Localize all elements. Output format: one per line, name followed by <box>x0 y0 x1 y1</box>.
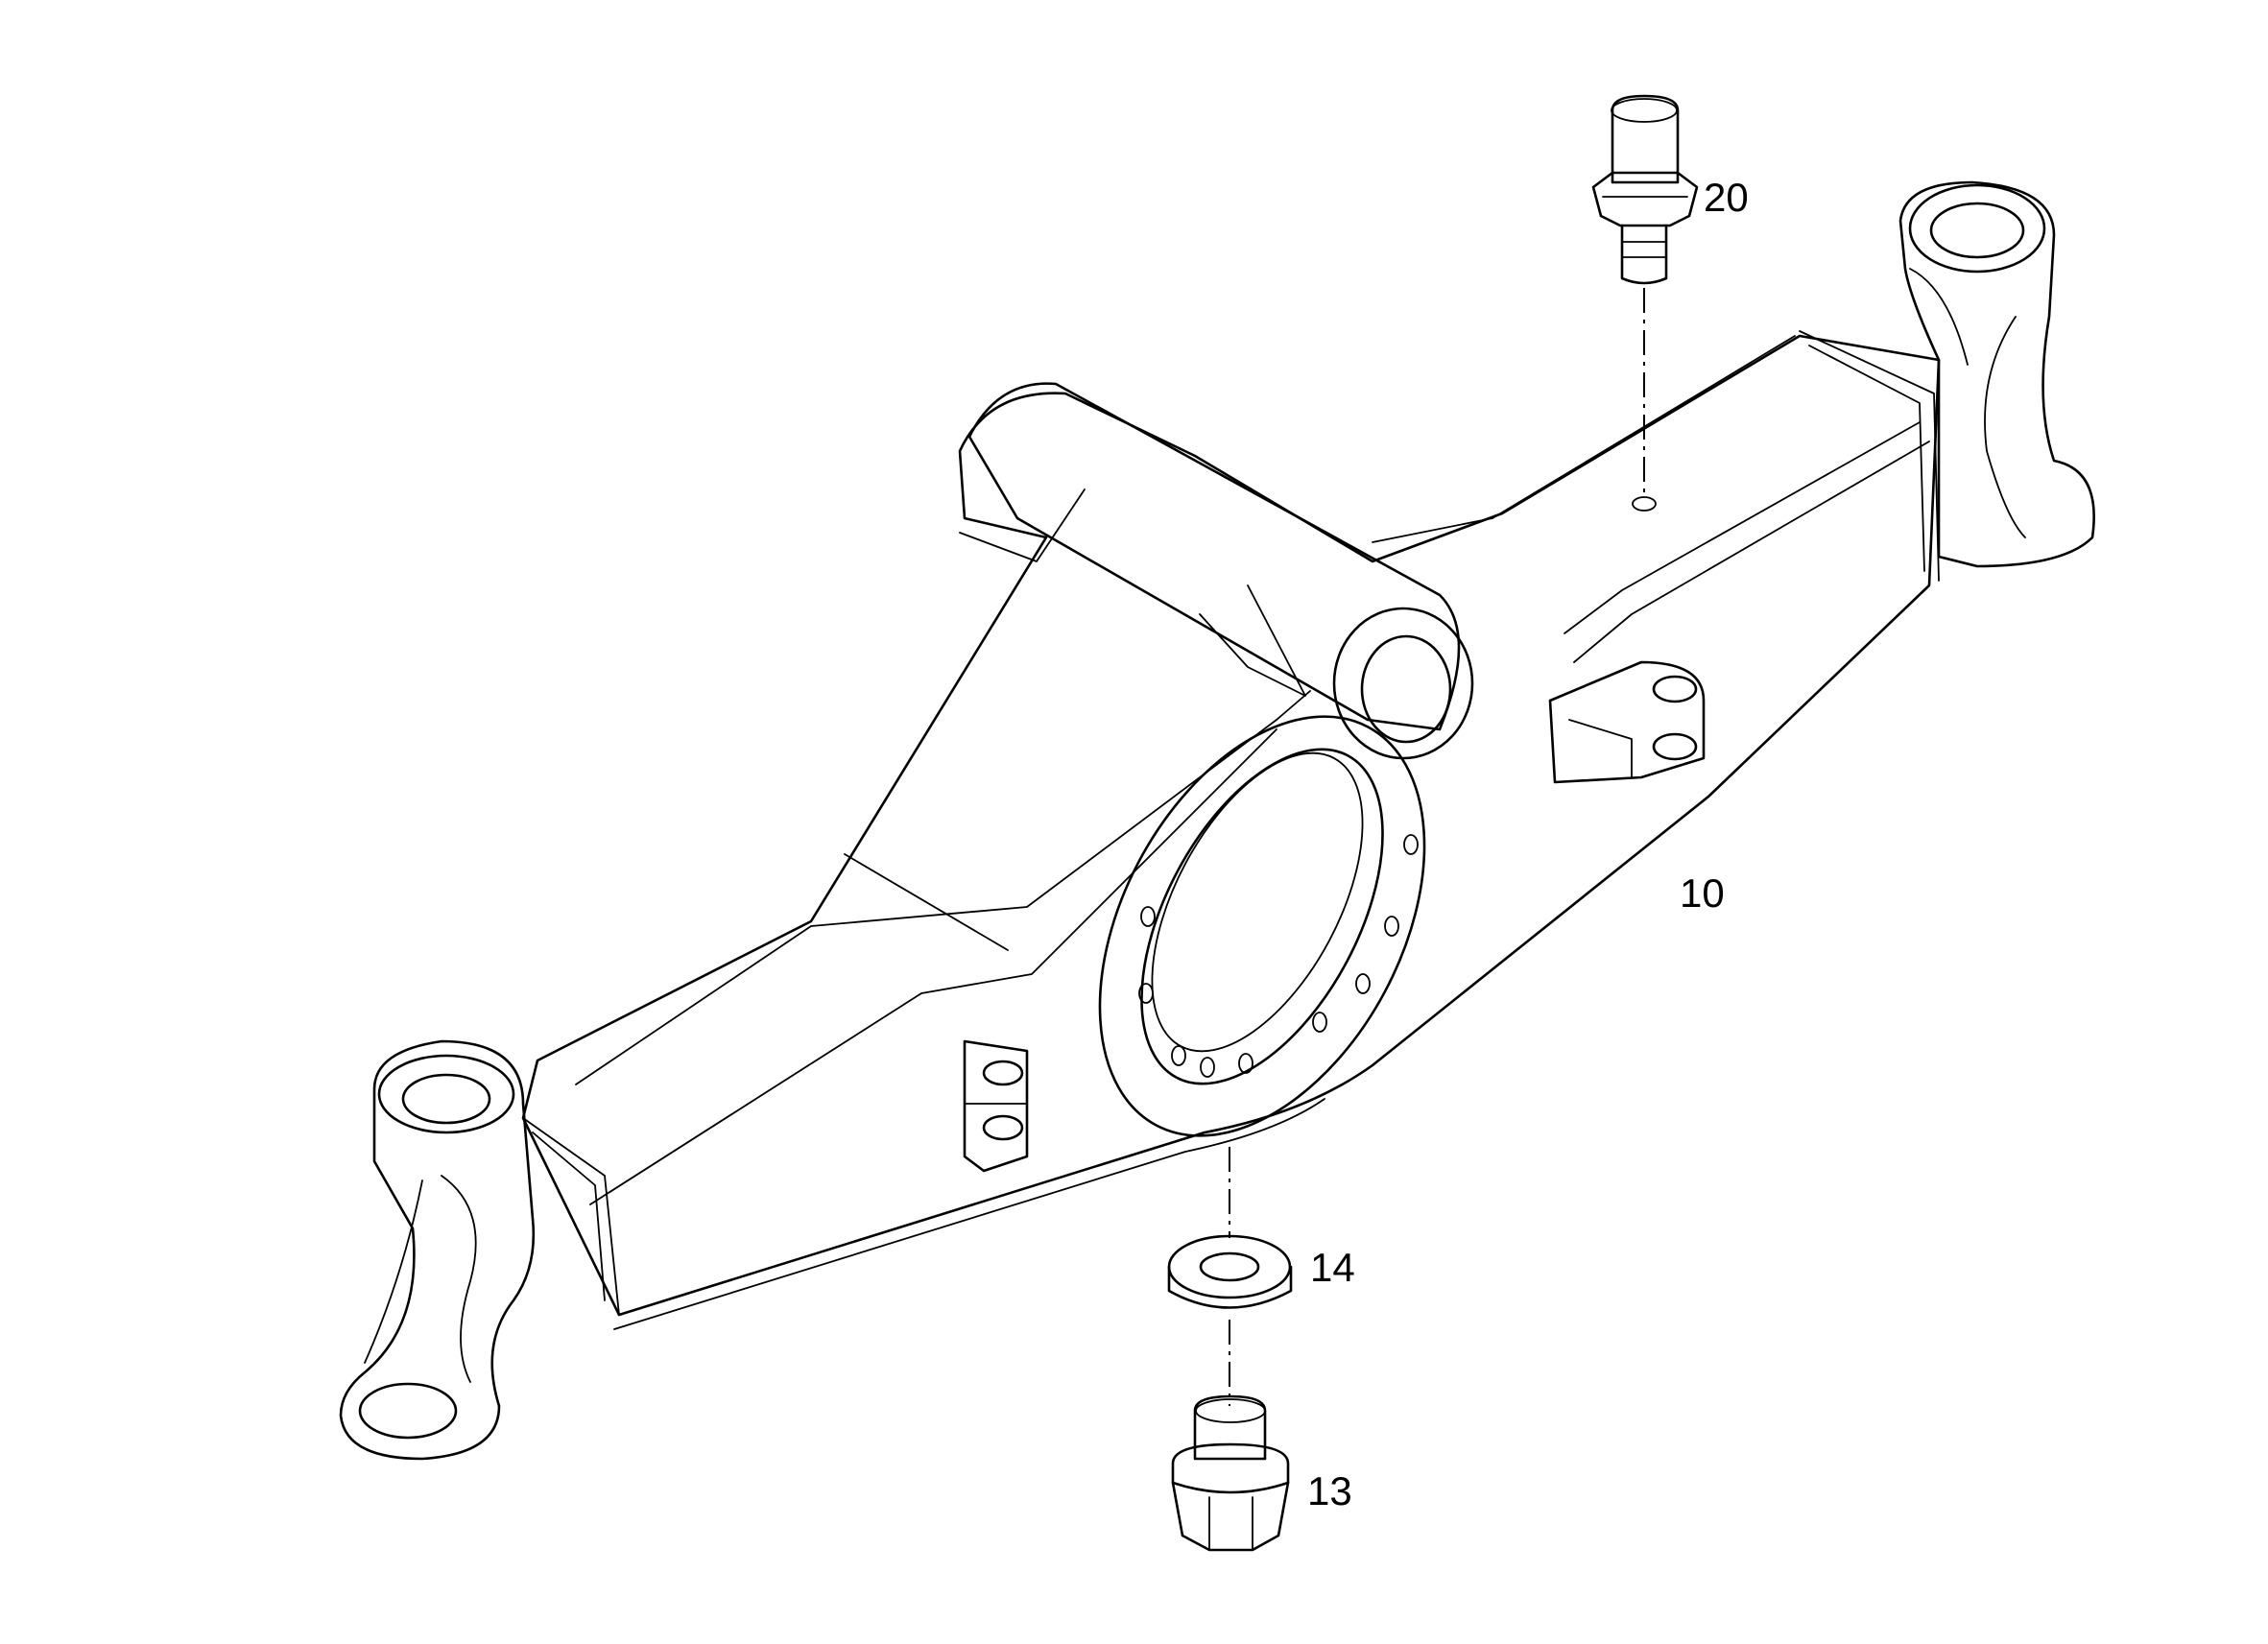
left-arm-collar <box>522 1117 620 1316</box>
left-end-boss <box>339 1039 536 1461</box>
left-bracket <box>963 1039 1029 1173</box>
pivot-web <box>959 488 1306 697</box>
right-bracket <box>1548 660 1706 784</box>
callout-20: 20 <box>1704 175 1749 220</box>
right-end-boss <box>1898 180 2095 568</box>
axle-housing <box>339 180 2095 1461</box>
diff-flange-inner <box>1140 748 1384 1085</box>
left-arm-bottom-edge <box>613 1098 1325 1330</box>
left-arm-inner-edge <box>589 728 1277 1205</box>
part-13-plug <box>1171 1394 1290 1552</box>
right-arm-lower-edge <box>1573 441 1930 663</box>
part-20-plug <box>1591 94 1699 285</box>
callout-14: 14 <box>1310 1245 1355 1290</box>
right-arm-collar <box>1799 330 1940 582</box>
callout-13: 13 <box>1307 1468 1352 1513</box>
callout-10: 10 <box>1680 870 1725 916</box>
left-arm-top-edge <box>575 690 1311 1085</box>
right-arm-top-edge <box>1372 335 1796 543</box>
part-14-washer <box>1167 1234 1293 1309</box>
flange-bolt-holes <box>1138 834 1419 1078</box>
axle-beam-outline <box>521 334 1941 1317</box>
part-20-hole <box>1632 496 1657 512</box>
pivot-tube-end-inner <box>1360 634 1452 744</box>
pivot-tube-end-outer <box>1332 607 1474 760</box>
diff-flange-outer <box>1098 715 1426 1137</box>
right-arm-mid-edge <box>1564 421 1921 634</box>
left-arm-face-line <box>844 853 1009 951</box>
